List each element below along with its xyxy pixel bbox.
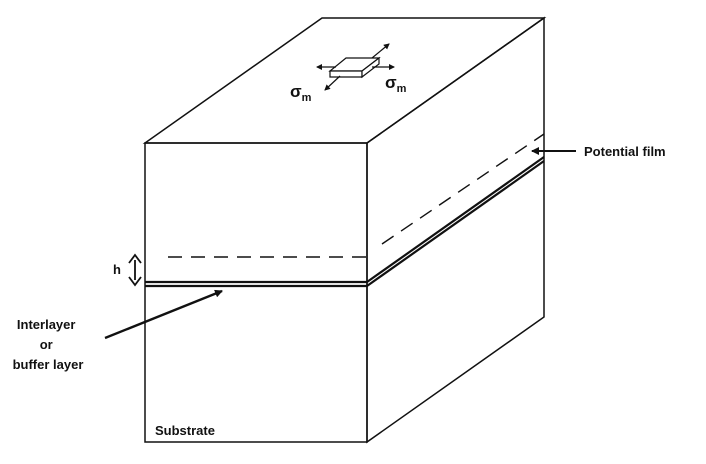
interlayer-label-line2: or <box>40 337 53 352</box>
substrate-label: Substrate <box>155 423 215 438</box>
stress-arrow-back <box>371 43 390 59</box>
sigma-right-label: σm <box>385 73 407 95</box>
sigma-left-symbol: σ <box>290 82 302 101</box>
stress-arrows <box>316 43 395 91</box>
block-top-face <box>142 17 547 144</box>
potential-film-boundary <box>168 133 545 258</box>
interlayer-label: Interlayer or buffer layer <box>13 317 84 372</box>
interlayer-arrow <box>104 289 223 340</box>
stress-arrow-front <box>324 75 341 91</box>
potential-film-label: Potential film <box>584 144 666 159</box>
thickness-label: h <box>113 262 121 277</box>
sigma-right-subscript: m <box>397 83 407 95</box>
sigma-right-symbol: σ <box>385 73 397 92</box>
interlayer <box>145 156 545 288</box>
stress-element-front <box>329 70 363 78</box>
interlayer-label-line3: buffer layer <box>13 357 84 372</box>
block-front-face <box>144 142 368 443</box>
stress-element-side <box>361 56 380 79</box>
stress-element <box>328 56 381 79</box>
block <box>142 16 547 444</box>
thickness-indicator <box>128 253 142 287</box>
sigma-left-subscript: m <box>302 92 312 104</box>
sigma-left-label: σm <box>290 82 312 104</box>
interlayer-label-line1: Interlayer <box>17 317 76 332</box>
block-right-face <box>366 16 545 444</box>
